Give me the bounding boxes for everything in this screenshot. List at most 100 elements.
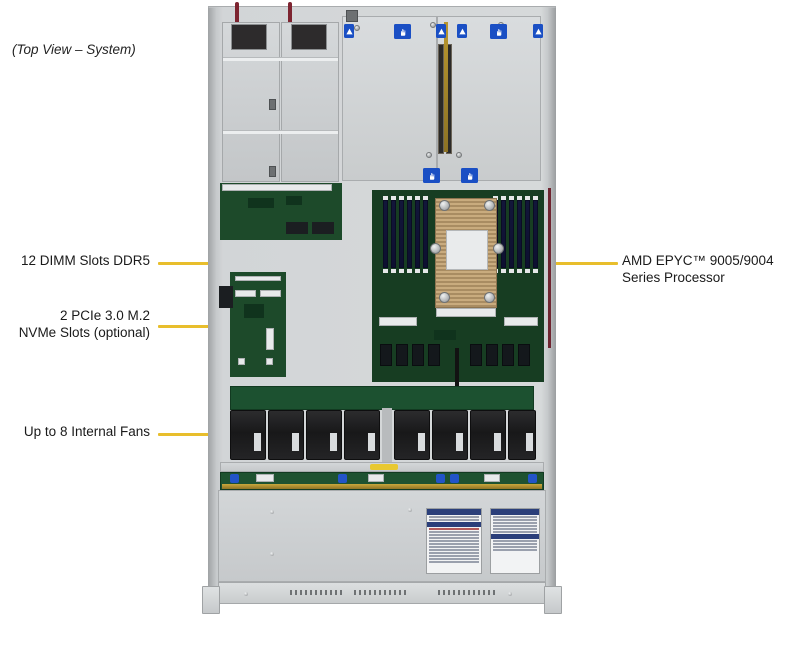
callout-cpu-processor-line-1: AMD EPYC™ 9005/9004 <box>622 253 774 268</box>
bezel-vent-left <box>290 590 344 595</box>
pcie-slot-1 <box>380 344 392 366</box>
callout-m2-slots-line-1: 2 PCIe 3.0 M.2 <box>59 308 150 323</box>
service-label-right <box>490 508 540 574</box>
backplane-tab-3 <box>436 474 445 483</box>
backplane-tab-2 <box>338 474 347 483</box>
riser-gold-finger <box>444 22 448 152</box>
pcie-slot-5 <box>470 344 482 366</box>
psu-vent-2 <box>291 24 327 50</box>
m2-slot-1 <box>235 290 256 297</box>
heatsink-screw-3 <box>439 292 450 303</box>
io-board-connector-1 <box>286 222 308 234</box>
figure-caption: (Top View – System) <box>12 42 136 57</box>
dimm-slot-2 <box>391 200 396 268</box>
m2-standoff-2 <box>266 358 273 365</box>
aux-connector-right <box>504 317 538 326</box>
riser-slot-left <box>438 44 444 154</box>
aux-connector-left <box>379 317 417 326</box>
bezel-vent-mid <box>354 590 408 595</box>
dimm-slot-3 <box>399 200 404 268</box>
psu-vent-1 <box>231 24 267 50</box>
dimm-slot-10 <box>517 200 522 268</box>
psu-latch-2 <box>269 166 276 177</box>
shroud-tab <box>346 10 358 22</box>
callout-m2-slots-line-2: NVMe Slots (optional) <box>18 325 150 340</box>
dimm-slot-9 <box>509 200 514 268</box>
io-board-chip-2 <box>286 196 302 205</box>
shroud-screw-2 <box>430 22 436 28</box>
pcie-slot-4 <box>428 344 440 366</box>
dimm-slot-12 <box>533 200 538 268</box>
service-label-left <box>426 508 482 574</box>
pcie-slot-8 <box>518 344 530 366</box>
backplane-tab-1 <box>230 474 239 483</box>
signal-cable <box>455 348 459 392</box>
shroud-screw-4 <box>426 152 432 158</box>
m2-card-edge <box>235 276 281 281</box>
dimm-slot-11 <box>525 200 530 268</box>
heatsink-screw-4 <box>484 292 495 303</box>
psu-handle-1 <box>235 2 239 32</box>
m2-standoff-1 <box>238 358 245 365</box>
dimm-slot-8 <box>501 200 506 268</box>
touch-point-triangle-icon-3 <box>457 24 467 38</box>
shroud-screw-1 <box>354 25 360 31</box>
callout-cpu-processor-line-2: Series Processor <box>622 270 725 285</box>
fan-module-6 <box>432 410 468 460</box>
io-board-chip-1 <box>248 198 274 208</box>
dimm-slot-4 <box>407 200 412 268</box>
air-shroud-left <box>342 16 437 181</box>
callout-dimm-slots: 12 DIMM Slots DDR5 <box>0 252 150 269</box>
server-chassis-top-view <box>202 0 562 614</box>
touch-point-hand-icon-2 <box>490 24 507 39</box>
chassis-rail-right <box>547 8 556 594</box>
dimm-slot-6 <box>423 200 428 268</box>
front-panel-connector <box>219 286 233 308</box>
callout-cpu-processor: AMD EPYC™ 9005/9004 Series Processor <box>622 252 792 286</box>
rack-ear-left <box>202 586 220 614</box>
callout-internal-fans: Up to 8 Internal Fans <box>0 423 150 440</box>
heatsink-clip-right <box>493 243 504 254</box>
pcie-slot-6 <box>486 344 498 366</box>
backplane-pull-tab <box>370 464 398 470</box>
touch-point-triangle-icon-1 <box>344 24 354 38</box>
rack-ear-right <box>544 586 562 614</box>
io-board-connector-2 <box>312 222 334 234</box>
chassis-rail-left <box>208 8 217 594</box>
fan-control-board <box>230 386 534 410</box>
touch-point-triangle-icon-2 <box>436 24 446 38</box>
touch-point-triangle-icon-4 <box>533 24 543 38</box>
touch-point-hand-icon-1 <box>394 24 411 39</box>
pcie-slot-3 <box>412 344 424 366</box>
callout-m2-slots: 2 PCIe 3.0 M.2 NVMe Slots (optional) <box>0 307 150 341</box>
chipset-chip <box>434 330 456 340</box>
pcie-slot-2 <box>396 344 408 366</box>
dimm-slot-5 <box>415 200 420 268</box>
fan-module-1 <box>230 410 266 460</box>
fan-bank-divider <box>382 408 392 462</box>
m2-slot-2 <box>260 290 281 297</box>
heatsink-clip-left <box>430 243 441 254</box>
callout-dimm-slots-line-1: 12 DIMM Slots DDR5 <box>20 253 150 268</box>
power-connector-row <box>436 308 496 317</box>
cpu-heatsink-label <box>446 230 488 270</box>
side-cable-red <box>548 188 551 348</box>
psu-handle-2 <box>288 2 292 32</box>
shroud-screw-5 <box>456 152 462 158</box>
heatsink-screw-2 <box>484 200 495 211</box>
callout-internal-fans-line-1: Up to 8 Internal Fans <box>23 424 150 439</box>
touch-point-hand-icon-4 <box>461 168 478 183</box>
psu-latch-1 <box>269 99 276 110</box>
dimm-slot-1 <box>383 200 388 268</box>
touch-point-hand-icon-3 <box>423 168 440 183</box>
air-shroud-right <box>437 16 541 181</box>
backplane-tab-4 <box>450 474 459 483</box>
backplane-tab-5 <box>528 474 537 483</box>
io-board-header-row <box>222 184 332 191</box>
bezel-vent-right <box>438 590 498 595</box>
pcie-slot-7 <box>502 344 514 366</box>
psu-seam-upper <box>223 57 338 61</box>
psu-seam-lower <box>223 130 338 134</box>
m2-label <box>266 328 274 350</box>
heatsink-screw-1 <box>439 200 450 211</box>
